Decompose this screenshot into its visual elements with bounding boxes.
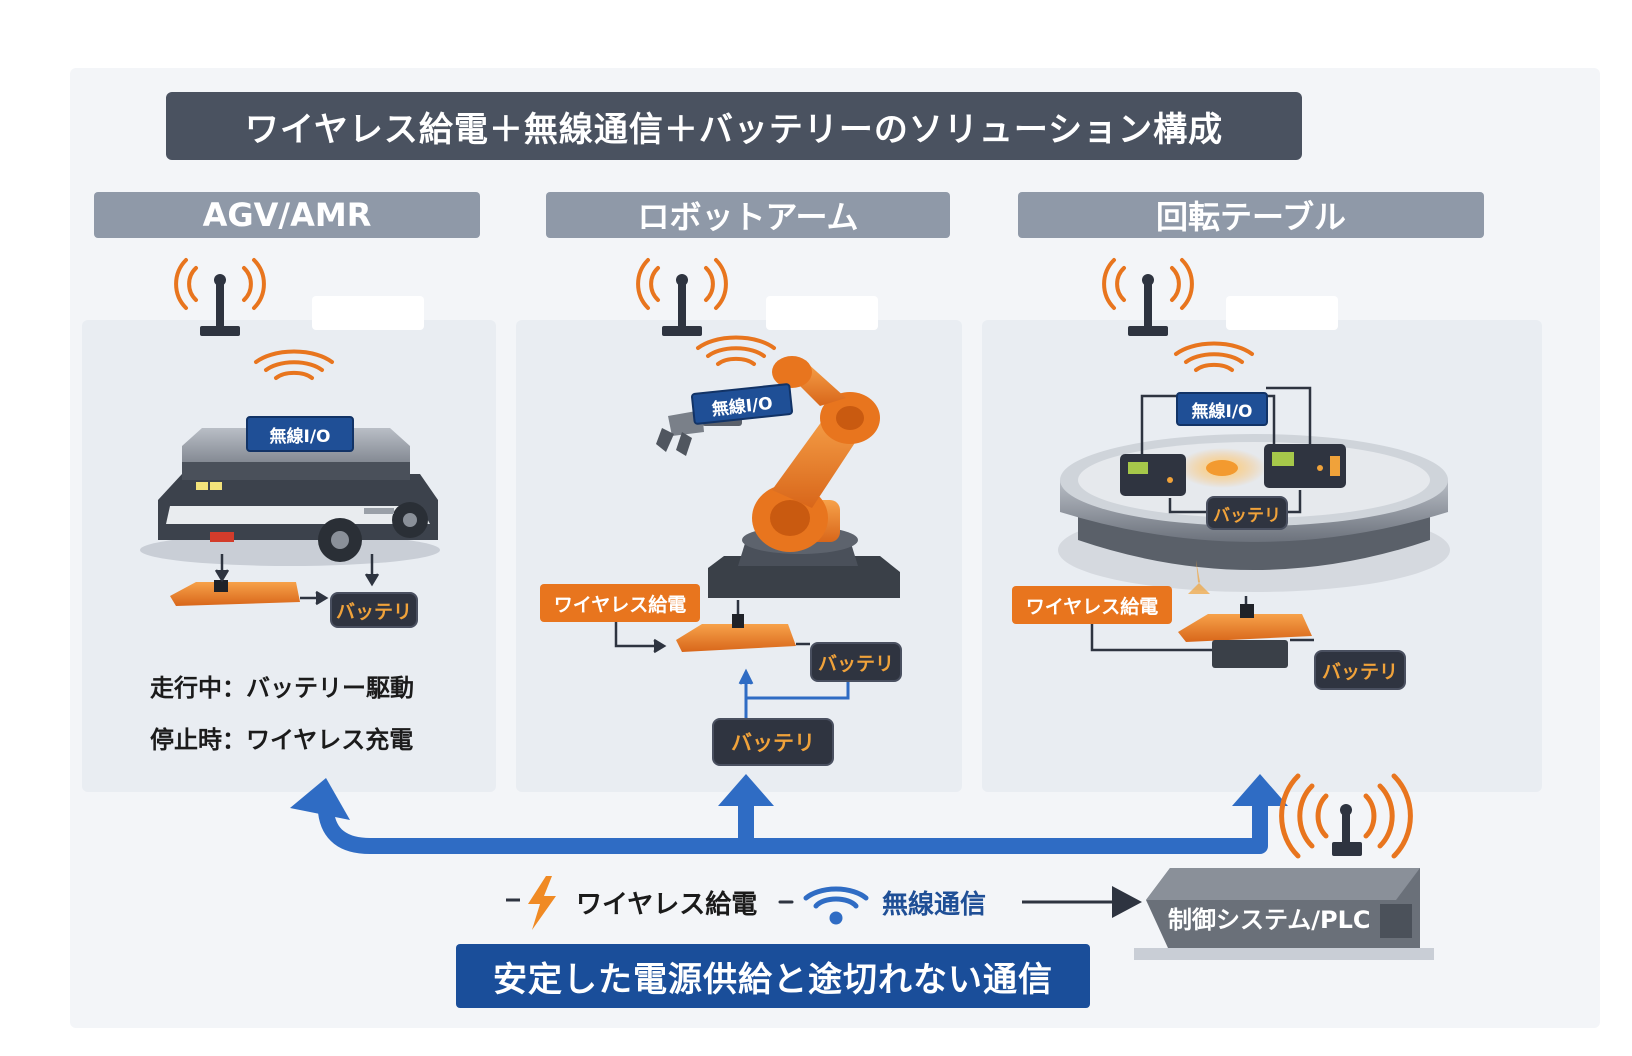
wifi-icon [778, 886, 869, 925]
plc-controller [1134, 804, 1434, 960]
antenna-mast-agv [200, 274, 240, 336]
arrowheads [290, 774, 1288, 820]
antenna-icon-agv [174, 258, 266, 310]
wifi-waves-icon-agv [254, 349, 334, 380]
wireless-power-tag-robot-arm: ワイヤレス給電 [540, 584, 700, 622]
agv-status-stopped: 停止時：ワイヤレス充電 [150, 726, 414, 754]
agv-charging-pad [170, 580, 300, 606]
network-arrows [318, 800, 1268, 854]
wifi-waves-icon-robot-arm [696, 335, 776, 366]
battery-agv: バッテリ [330, 592, 418, 628]
antenna-icon-rotary-table [1102, 258, 1194, 310]
plc-controller-label: 制御システム/PLC [1168, 906, 1371, 934]
wifi-waves-icon-rotary-table [1174, 341, 1254, 372]
battery-robot-arm-1: バッテリ [810, 642, 902, 682]
agv-status-running: 走行中：バッテリー駆動 [150, 674, 414, 702]
footer-banner: 安定した電源供給と途切れない通信 [456, 944, 1090, 1008]
wireless-io-module-agv: 無線I/O [246, 416, 354, 452]
panel-tab-robot-arm [766, 296, 878, 330]
panel-tab-agv [312, 296, 424, 330]
legend-wireless-comm: 無線通信 [882, 890, 987, 920]
robot-arm-charging-pad [676, 614, 796, 652]
arrow-right-icon [1022, 886, 1142, 918]
section-header-rotary-table: 回転テーブル [1018, 192, 1484, 238]
antenna-mast-robot-arm [662, 274, 702, 336]
battery-rotary-table-2: バッテリ [1314, 650, 1406, 690]
legend-wireless-power: ワイヤレス給電 [576, 890, 758, 920]
diagram-title: ワイヤレス給電＋無線通信＋バッテリーのソリューション構成 [166, 92, 1302, 160]
robot-arm-battery-link [738, 668, 850, 718]
plc-antenna-waves [1279, 773, 1413, 859]
antenna-mast-rotary-table [1128, 274, 1168, 336]
rotary-table-charging-pad [1178, 604, 1312, 668]
section-header-robot-arm: ロボットアーム [546, 192, 950, 238]
lightning-icon [506, 876, 556, 930]
battery-rotary-table-1: バッテリ [1206, 496, 1288, 530]
section-header-agv: AGV/AMR [94, 192, 480, 238]
wireless-power-tag-rotary-table: ワイヤレス給電 [1012, 586, 1172, 624]
battery-robot-arm-2: バッテリ [712, 718, 834, 766]
agv-connector-arrows [214, 554, 380, 606]
robot-arm [656, 356, 900, 598]
panel-tab-rotary-table [1226, 296, 1338, 330]
robot-arm-connector-lines [614, 600, 810, 654]
wireless-io-module-rotary-table: 無線I/O [1176, 392, 1268, 426]
antenna-icon-robot-arm [636, 258, 728, 310]
